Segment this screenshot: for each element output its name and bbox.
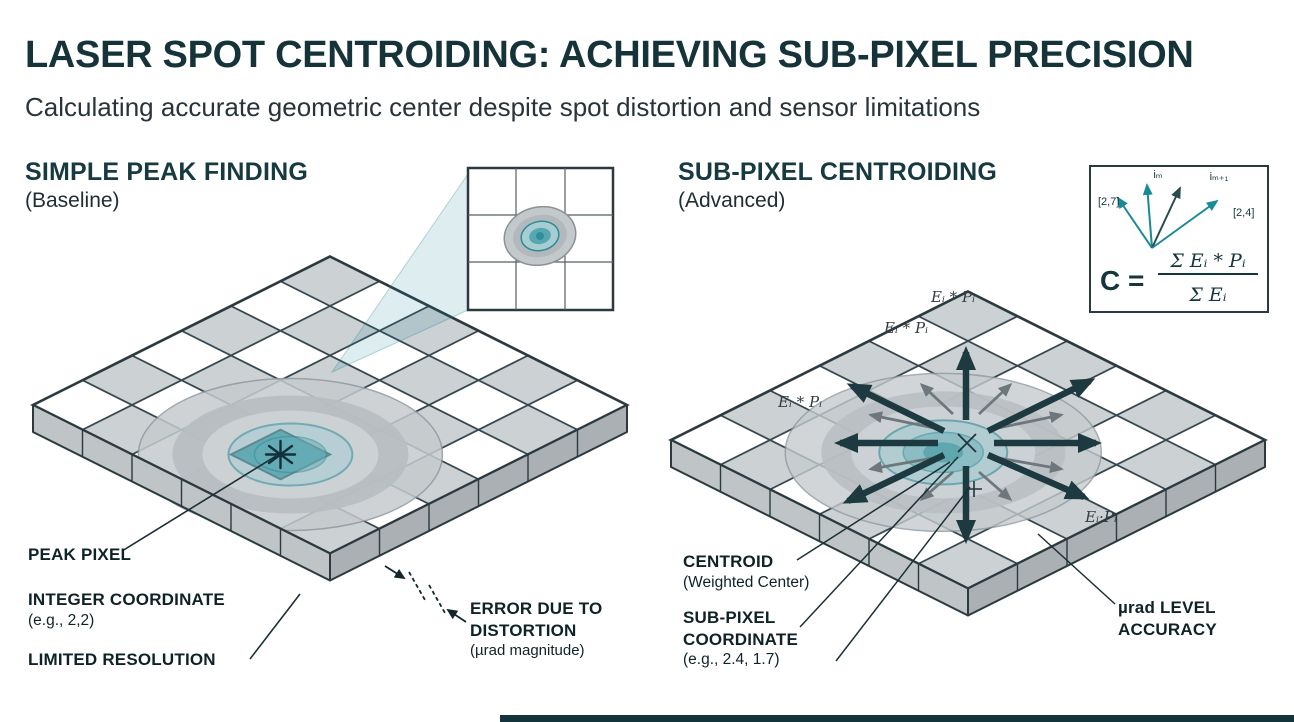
centroid-label: CENTROID	[683, 552, 774, 571]
page-subtitle: Calculating accurate geometric center de…	[25, 92, 981, 122]
distortion-error-marks	[384, 565, 467, 623]
integer-coordinate-example: (e.g., 2,2)	[28, 611, 95, 629]
cell-label-2: Eᵢ * Pᵢ	[883, 319, 928, 337]
formula-label-mid2: iₘ₊₁	[1210, 171, 1229, 183]
error-label-line1: ERROR DUE TO	[470, 599, 603, 618]
formula-numerator: Σ Eᵢ * Pᵢ	[1169, 250, 1246, 272]
accuracy-label-line1: µrad LEVEL	[1118, 598, 1216, 617]
centroid-formula-box: [2,7] iₘ iₘ₊₁ [2,4] C = Σ Eᵢ * Pᵢ Σ Eᵢ	[1089, 165, 1269, 313]
callout-centroid: CENTROID (Weighted Center)	[683, 551, 809, 592]
integer-coordinate-label: INTEGER COORDINATE	[28, 590, 225, 609]
callout-distortion-error: ERROR DUE TO DISTORTION (µrad magnitude)	[470, 598, 602, 660]
left-subheading-text: (Baseline)	[25, 189, 120, 212]
cell-weight-labels: Eᵢ * Pᵢ Eᵢ * Pᵢ Eᵢ * Pᵢ Eᵢ·Pᵢ	[777, 288, 1117, 526]
subpixel-label-line2: COORDINATE	[683, 629, 799, 649]
limited-resolution-label: LIMITED RESOLUTION	[28, 650, 216, 669]
subpixel-label-line1: SUB-PIXEL	[683, 608, 776, 627]
right-pixel-grid	[671, 292, 1265, 589]
cell-label-3: Eᵢ * Pᵢ	[777, 393, 822, 411]
left-heading-text: SIMPLE PEAK FINDING	[25, 158, 308, 186]
peak-pixel-label: PEAK PIXEL	[28, 545, 132, 564]
inset-spot-contours	[503, 205, 577, 267]
centroid-sublabel: (Weighted Center)	[683, 573, 810, 591]
left-callout-lines	[121, 455, 301, 660]
right-grid-side-faces	[670, 439, 1266, 617]
cell-label-1: Eᵢ * Pᵢ	[930, 288, 975, 306]
cell-label-4: Eᵢ·Pᵢ	[1084, 508, 1117, 526]
weight-arrows-dark	[834, 346, 1102, 544]
left-panel-heading: SIMPLE PEAK FINDING (Baseline)	[25, 158, 308, 213]
callout-peak-pixel: PEAK PIXEL	[28, 544, 131, 566]
error-label-line2: DISTORTION	[470, 620, 577, 640]
formula-label-right: [2,4]	[1233, 207, 1254, 219]
formula-label-mid1: iₘ	[1153, 169, 1162, 181]
error-magnitude-label: (µrad magnitude)	[470, 642, 585, 660]
page-title: LASER SPOT CENTROIDING: ACHIEVING SUB-PI…	[25, 34, 1194, 76]
right-callout-lines	[796, 456, 1116, 662]
formula-denominator: Σ Eᵢ	[1188, 284, 1226, 306]
left-grid-side-faces	[32, 404, 628, 582]
footer-bar	[500, 715, 1294, 722]
formula-arrow-fan	[1116, 183, 1219, 249]
callout-subpixel-coordinate: SUB-PIXEL COORDINATE (e.g., 2.4, 1.7)	[683, 607, 798, 670]
right-panel-heading: SUB-PIXEL CENTROIDING (Advanced)	[678, 158, 997, 213]
formula-label-left: [2,7]	[1098, 196, 1119, 208]
callout-integer-coordinate: INTEGER COORDINATE (e.g., 2,2)	[28, 589, 225, 630]
right-subheading-text: (Advanced)	[678, 189, 786, 212]
right-heading-text: SUB-PIXEL CENTROIDING	[678, 158, 998, 186]
callout-limited-resolution: LIMITED RESOLUTION	[28, 649, 216, 671]
formula-lhs: C =	[1100, 265, 1144, 296]
inset-zoom-box	[466, 166, 615, 312]
subpixel-example: (e.g., 2.4, 1.7)	[683, 651, 780, 669]
accuracy-label-line2: ACCURACY	[1118, 619, 1217, 639]
callout-accuracy: µrad LEVEL ACCURACY	[1118, 597, 1217, 640]
peak-pixel-marker	[264, 439, 297, 470]
